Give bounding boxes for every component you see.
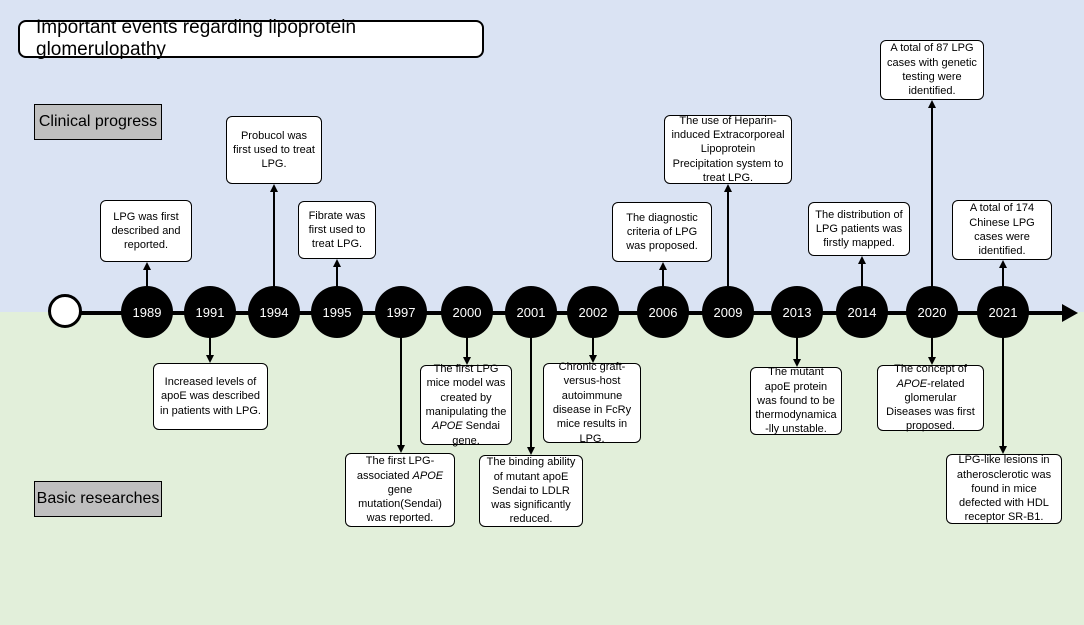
clinical-progress-label: Clinical progress — [34, 104, 162, 140]
year-node-1994: 1994 — [248, 286, 300, 338]
event-1991: Increased levels of apoE was described i… — [153, 363, 268, 430]
arrowhead-2002 — [589, 355, 597, 363]
connector-2020-down — [931, 325, 933, 358]
arrowhead-2009 — [724, 184, 732, 192]
connector-1994 — [273, 190, 275, 300]
arrowhead-2013 — [793, 359, 801, 367]
connector-1989 — [146, 268, 148, 300]
arrowhead-2001 — [527, 447, 535, 455]
event-1994: Probucol was first used to treat LPG. — [226, 116, 322, 184]
arrowhead-2014 — [858, 256, 866, 264]
year-node-2020: 2020 — [906, 286, 958, 338]
connector-1995 — [336, 265, 338, 300]
connector-2020-up — [931, 106, 933, 300]
arrowhead-2021-down — [999, 446, 1007, 454]
event-2006: The diagnostic criteria of LPG was propo… — [612, 202, 712, 262]
year-node-2021: 2021 — [977, 286, 1029, 338]
arrowhead-2021-up — [999, 260, 1007, 268]
connector-1991 — [209, 325, 211, 356]
event-2020-basic: The concept of APOE-related glomerular D… — [877, 363, 984, 433]
event-2021-clinical: A total of 174 Chinese LPG cases were id… — [952, 200, 1052, 260]
year-node-2006: 2006 — [637, 286, 689, 338]
event-2020-text-a: The concept of — [894, 363, 967, 376]
connector-2013 — [796, 325, 798, 360]
arrowhead-2020-up — [928, 100, 936, 108]
event-2000: The first LPG mice model was created by … — [420, 363, 512, 447]
year-node-1997: 1997 — [375, 286, 427, 338]
arrowhead-1997 — [397, 445, 405, 453]
event-2002: Chronic graft-versus-host autoimmune dis… — [543, 361, 641, 445]
event-2001: The binding ability of mutant apoE Senda… — [479, 455, 583, 527]
event-1995: Fibrate was first used to treat LPG. — [298, 201, 376, 259]
event-2020-text-b: -related glomerular Diseases was first p… — [886, 377, 975, 433]
event-2020-clinical: A total of 87 LPG cases with genetic tes… — [880, 40, 984, 100]
connector-2014 — [861, 262, 863, 300]
event-2013: The mutant apoE protein was found to be … — [750, 366, 842, 435]
year-node-2001: 2001 — [505, 286, 557, 338]
connector-2021-down — [1002, 325, 1004, 447]
arrowhead-2020-down — [928, 357, 936, 365]
event-2020-gene: APOE — [896, 377, 928, 390]
event-2009: The use of Heparin-induced Extracorporea… — [664, 115, 792, 184]
event-2021-basic: LPG-like lesions in atherosclerotic was … — [946, 454, 1062, 524]
timeline-axis — [60, 311, 1068, 315]
arrowhead-2000 — [463, 357, 471, 365]
connector-2009 — [727, 190, 729, 300]
connector-1997 — [400, 325, 402, 446]
event-2000-gene: APOE — [432, 420, 463, 433]
year-node-1991: 1991 — [184, 286, 236, 338]
year-node-1989: 1989 — [121, 286, 173, 338]
connector-2001 — [530, 325, 532, 448]
connector-2006 — [662, 268, 664, 300]
event-1997-text-b: gene mutation(Sendai) was reported. — [358, 483, 442, 525]
timeline-arrowhead — [1062, 304, 1078, 322]
year-node-2002: 2002 — [567, 286, 619, 338]
event-1997: The first LPG-associated APOE gene mutat… — [345, 453, 455, 527]
event-2000-text-a: The first LPG mice model was created by … — [425, 363, 507, 418]
arrowhead-1994 — [270, 184, 278, 192]
year-node-2013: 2013 — [771, 286, 823, 338]
connector-2002 — [592, 325, 594, 356]
event-1997-text-a: The first LPG-associated — [356, 455, 435, 482]
connector-2000 — [466, 325, 468, 358]
arrowhead-1989 — [143, 262, 151, 270]
event-2000-text-b: Sendai gene. — [452, 420, 500, 447]
connector-2021-up — [1002, 266, 1004, 300]
arrowhead-2006 — [659, 262, 667, 270]
event-1989: LPG was first described and reported. — [100, 200, 192, 262]
year-node-2000: 2000 — [441, 286, 493, 338]
year-node-2009: 2009 — [702, 286, 754, 338]
arrowhead-1995 — [333, 259, 341, 267]
year-node-2014: 2014 — [836, 286, 888, 338]
year-node-1995: 1995 — [311, 286, 363, 338]
diagram-title: Important events regarding lipoprotein g… — [18, 17, 484, 60]
event-2014: The distribution of LPG patients was fir… — [808, 202, 910, 256]
event-1997-gene: APOE — [412, 469, 444, 482]
basic-researches-label: Basic researches — [34, 481, 162, 517]
arrowhead-1991 — [206, 355, 214, 363]
timeline-start-circle — [48, 294, 82, 328]
